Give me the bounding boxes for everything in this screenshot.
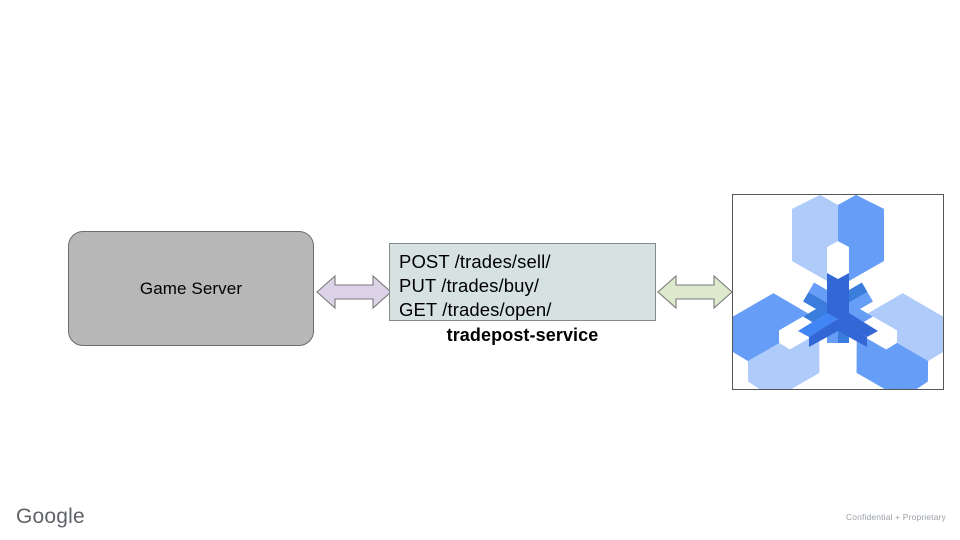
- google-logo: Google: [16, 505, 85, 528]
- node-cloud-build-icon-card[interactable]: [732, 194, 944, 390]
- node-tradepost-service-label: tradepost-service: [446, 325, 599, 345]
- connector-game-server-to-service[interactable]: [316, 268, 392, 316]
- node-tradepost-service[interactable]: POST /trades/sell/ PUT /trades/buy/ GET …: [389, 243, 656, 321]
- cloud-build-wrench-icon: [733, 195, 943, 389]
- connector-service-to-cloud-build[interactable]: [657, 268, 733, 316]
- double-arrow-icon: [316, 274, 392, 310]
- node-game-server-label: Game Server: [139, 278, 243, 298]
- endpoint-line-get: GET /trades/open/: [399, 299, 552, 320]
- endpoint-line-put: PUT /trades/buy/: [399, 275, 540, 296]
- node-game-server[interactable]: Game Server: [68, 231, 314, 346]
- confidentiality-note: Confidential + Proprietary: [845, 512, 946, 522]
- double-arrow-icon: [657, 274, 733, 310]
- endpoint-line-post: POST /trades/sell/: [399, 251, 551, 272]
